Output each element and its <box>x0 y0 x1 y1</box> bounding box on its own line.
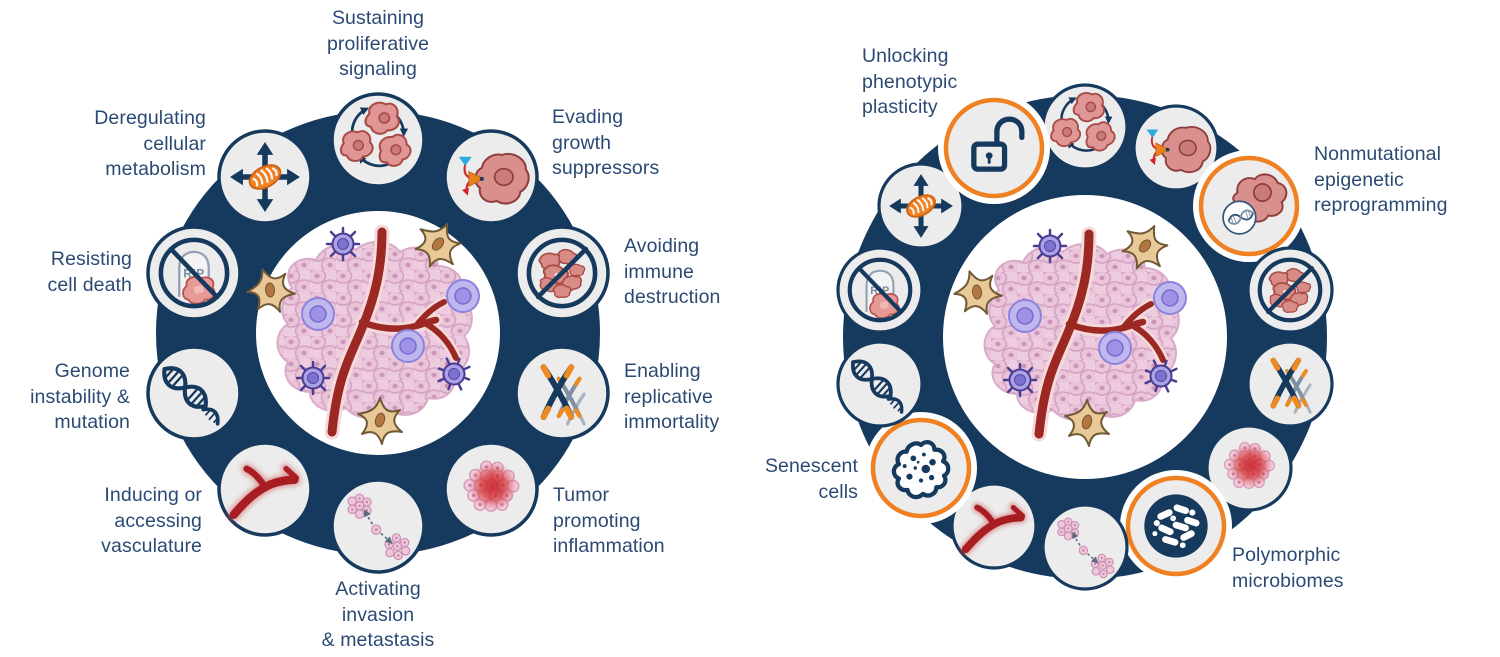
label-resisting-cell-death: Resisting cell death <box>47 248 132 296</box>
right-ring-hallmarks-2022 <box>836 83 1334 591</box>
left-ring-hallmarks-2011 <box>146 92 610 574</box>
label-avoiding-immune-destruction: Avoiding immune destruction <box>624 235 721 308</box>
hallmark-node-activating-invasion-metastasis <box>330 478 426 574</box>
hallmark-node-r-deregulating-cellular-metabolism <box>877 162 965 250</box>
microbiome-bacteria-icon <box>1144 494 1207 557</box>
label-genome-instability-mutation: Genome instability & mutation <box>30 360 130 433</box>
hallmark-node-genome-instability-mutation <box>146 345 242 441</box>
hallmark-node-resisting-cell-death <box>146 225 242 321</box>
hallmark-node-senescent-cells <box>865 412 977 524</box>
hallmark-node-sustaining-proliferative-signaling <box>330 92 426 188</box>
label-deregulating-cellular-metabolism: Deregulating cellular metabolism <box>94 107 206 180</box>
label-senescent-cells: Senescent cells <box>764 455 858 503</box>
hallmark-node-enabling-replicative-immortality <box>514 345 610 441</box>
label-enabling-replicative-immortality: Enabling replicative immortality <box>624 360 720 433</box>
hallmark-node-avoiding-immune-destruction <box>514 225 610 321</box>
label-evading-growth-suppressors: Evading growth suppressors <box>552 106 660 179</box>
hallmark-node-polymorphic-microbiomes <box>1120 470 1232 582</box>
hallmark-node-r-genome-instability-mutation <box>836 340 924 428</box>
hallmark-node-unlocking-phenotypic-plasticity <box>938 92 1050 204</box>
hallmark-node-r-enabling-replicative-immortality <box>1246 340 1334 428</box>
label-nonmutational-epigenetic-reprogramming: Nonmutational epigenetic reprogramming <box>1314 143 1448 216</box>
hallmark-node-r-resisting-cell-death <box>836 246 924 334</box>
hallmark-node-evading-growth-suppressors <box>443 129 539 225</box>
hallmark-node-r-tumor-promoting-inflammation <box>1205 424 1293 512</box>
label-inducing-accessing-vasculature: Inducing or accessing vasculature <box>101 484 202 557</box>
senescent-cell-icon <box>894 442 948 497</box>
label-polymorphic-microbiomes: Polymorphic microbiomes <box>1232 544 1344 592</box>
label-sustaining-proliferative-signaling: Sustaining proliferative signaling <box>326 7 430 80</box>
hallmark-node-nonmutational-epigenetic-reprogramming <box>1193 150 1305 262</box>
hallmark-node-r-inducing-accessing-vasculature <box>950 482 1038 570</box>
label-tumor-promoting-inflammation: Tumor promoting inflammation <box>553 484 665 557</box>
label-activating-invasion-metastasis: Activating invasion & metastasis <box>321 578 435 651</box>
hallmark-node-r-evading-growth-suppressors <box>1132 104 1220 192</box>
hallmark-node-r-proliferative-signaling <box>1041 83 1129 171</box>
hallmark-node-tumor-promoting-inflammation <box>443 441 539 537</box>
label-unlocking-phenotypic-plasticity: Unlocking phenotypic plasticity <box>862 45 958 118</box>
hallmark-node-inducing-accessing-vasculature <box>217 441 313 537</box>
hallmark-node-r-avoiding-immune-destruction <box>1246 246 1334 334</box>
hallmark-node-deregulating-cellular-metabolism <box>217 129 313 225</box>
hallmark-node-r-activating-invasion-metastasis <box>1041 503 1129 591</box>
tumor-illustration-right <box>949 217 1186 446</box>
